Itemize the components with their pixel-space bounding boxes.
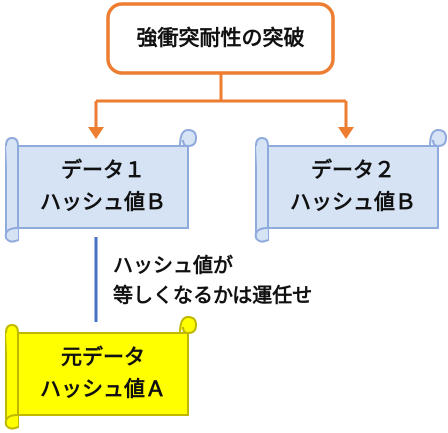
original-data-hash: ハッシュ値Ａ: [40, 377, 166, 401]
original-data-scroll: [4, 315, 198, 430]
note-line-1: ハッシュ値が: [113, 253, 233, 277]
original-data-name: 元データ: [61, 345, 145, 369]
collision-note: ハッシュ値が 等しくなるかは運任せ: [113, 250, 312, 310]
data1-name: データ１: [61, 158, 145, 182]
branch-connectors: [94, 73, 348, 128]
data1-scroll: [4, 128, 198, 243]
page-title: 強衝突耐性の突破: [108, 4, 333, 73]
data1-label: データ１ ハッシュ値Ｂ: [18, 154, 188, 218]
data2-scroll: [254, 128, 448, 243]
data1-hash: ハッシュ値Ｂ: [40, 190, 166, 214]
data2-hash: ハッシュ値Ｂ: [290, 190, 416, 214]
arrow-to-data1: [88, 127, 104, 139]
original-data-label: 元データ ハッシュ値Ａ: [18, 341, 188, 405]
arrow-to-data2: [338, 127, 354, 139]
title-text: 強衝突耐性の突破: [136, 26, 305, 50]
note-line-2: 等しくなるかは運任せ: [113, 283, 313, 307]
data2-name: データ２: [311, 158, 395, 182]
data2-label: データ２ ハッシュ値Ｂ: [268, 154, 438, 218]
